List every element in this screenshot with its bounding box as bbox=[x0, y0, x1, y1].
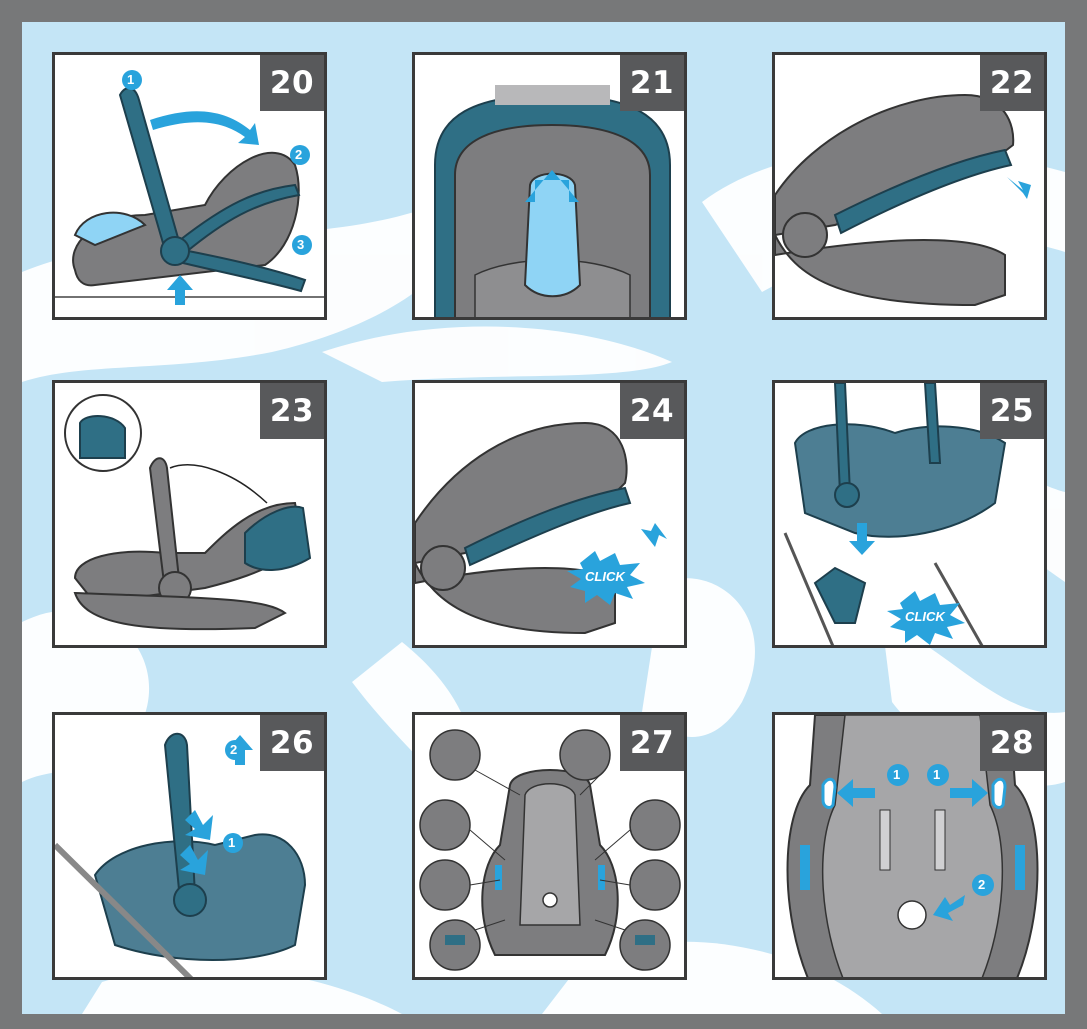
step-number: 21 bbox=[620, 55, 684, 111]
step-panel-24: CLICK 24 bbox=[412, 380, 687, 648]
step-panel-27: 27 bbox=[412, 712, 687, 980]
step-badge-label: 1 bbox=[228, 835, 235, 850]
step-number: 27 bbox=[620, 715, 684, 771]
step-number: 24 bbox=[620, 383, 684, 439]
step-badge-label: 3 bbox=[297, 237, 304, 252]
step-panel-20: 1 2 3 20 bbox=[52, 52, 327, 320]
step-number: 23 bbox=[260, 383, 324, 439]
step-badge-label: 2 bbox=[978, 877, 985, 892]
step-panel-28: 1 1 2 28 bbox=[772, 712, 1047, 980]
step-panel-22: 22 bbox=[772, 52, 1047, 320]
step-panel-23: 23 bbox=[52, 380, 327, 648]
step-panel-26: 2 1 26 bbox=[52, 712, 327, 980]
step-badge-label: 1 bbox=[127, 72, 134, 87]
step-badge-label: 2 bbox=[295, 147, 302, 162]
click-label: CLICK bbox=[585, 569, 625, 584]
step-badge-label: 2 bbox=[230, 742, 237, 757]
step-panel-25: CLICK 25 bbox=[772, 380, 1047, 648]
step-number: 26 bbox=[260, 715, 324, 771]
step-badge-label: 1 bbox=[933, 767, 940, 782]
click-label: CLICK bbox=[905, 609, 945, 624]
step-number: 22 bbox=[980, 55, 1044, 111]
step-badge-label: 1 bbox=[893, 767, 900, 782]
step-panel-21: 21 bbox=[412, 52, 687, 320]
step-number: 28 bbox=[980, 715, 1044, 771]
step-number: 20 bbox=[260, 55, 324, 111]
step-number: 25 bbox=[980, 383, 1044, 439]
background-area: 1 2 3 20 21 bbox=[22, 22, 1065, 1014]
